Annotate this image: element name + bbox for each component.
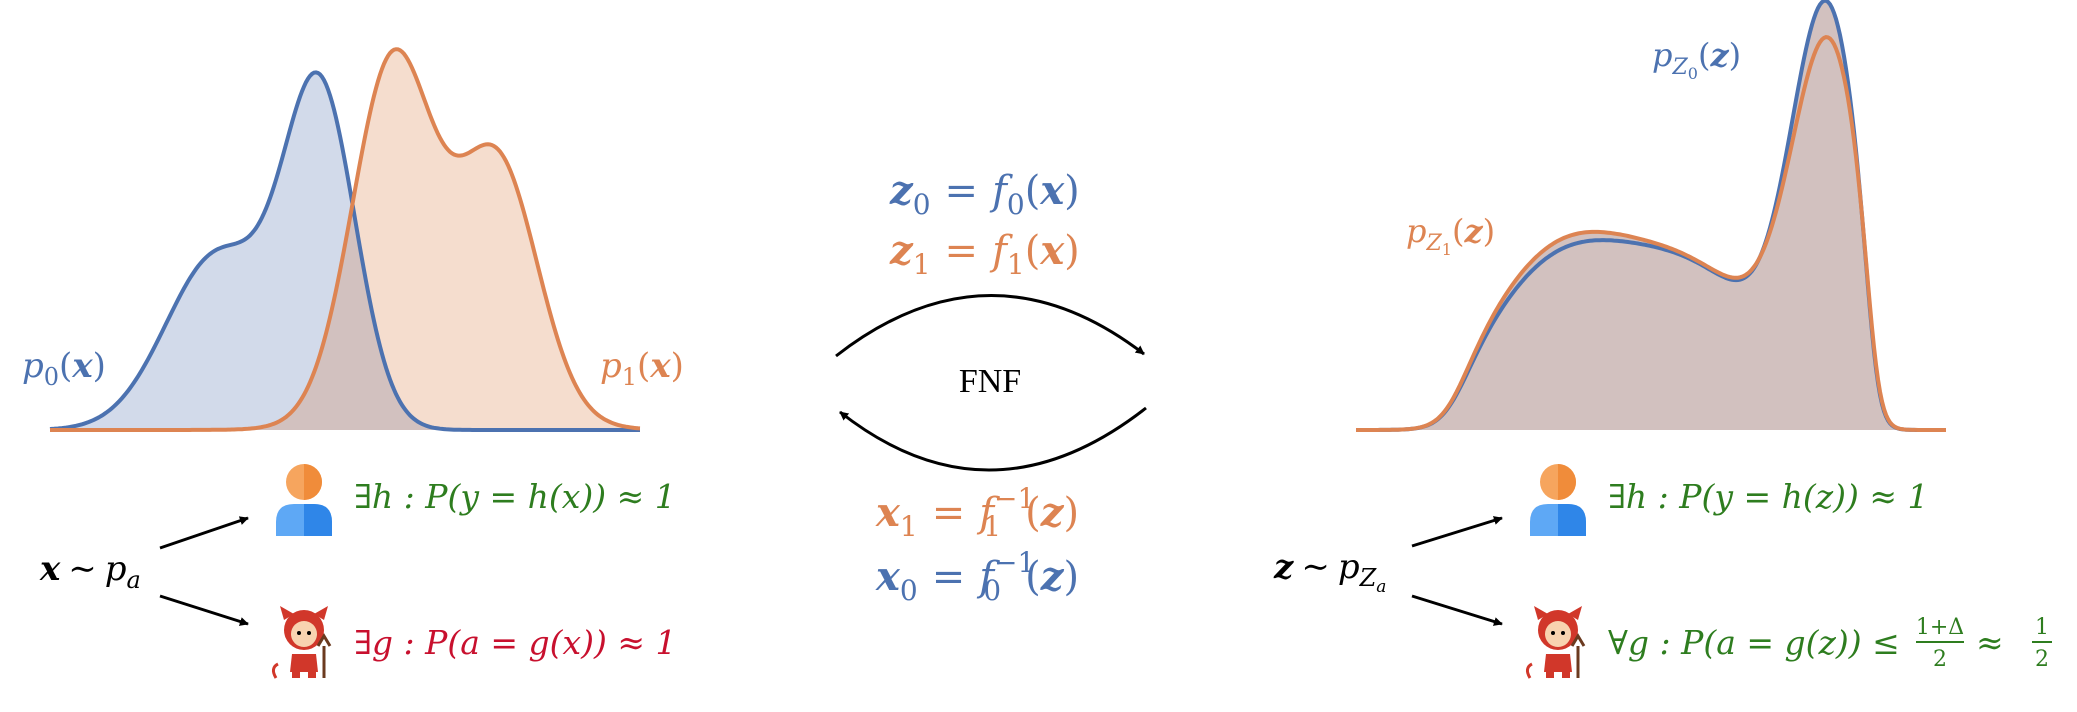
right-density-plot [1356, 0, 1946, 432]
left-adversary-statement: ∃g : P(a = g(x)) ≈ 1 [354, 623, 677, 662]
overlap-fill [50, 206, 640, 430]
fraction-1-numerator: 1+Δ [1916, 615, 1964, 640]
inverse-arrow-arc [839, 406, 1147, 472]
devil-icon [271, 606, 332, 679]
left-density-plot [49, 47, 641, 432]
pz1-density-curve [1356, 35, 1946, 432]
left-user-statement: ∃h : P(y = h(x)) ≈ 1 [354, 477, 676, 516]
fnf-label: FNF [959, 363, 1021, 400]
p0-density-curve [49, 70, 640, 432]
right-sample-expression: z∼pZa [1273, 547, 1386, 597]
forward-eq-z0: z0=f0(x) [889, 167, 1080, 221]
user-icon [1530, 464, 1586, 536]
devil-icon [1525, 606, 1586, 679]
forward-eq-z1: z1=f1(x) [889, 227, 1080, 281]
right-arrow-to-user [1411, 516, 1503, 548]
p1-label: p1(x) [600, 346, 684, 391]
latent-overlap-fill [1356, 0, 1946, 431]
p0-label: p0(x) [22, 346, 106, 391]
right-adversary-statement: ∀g : P(a = g(z)) ≤ 1+Δ 2 ≈ 1 2 [1608, 615, 2052, 672]
svg-text:∀g : P(a = g(z)) ≤: ∀g : P(a = g(z)) ≤ [1608, 623, 1900, 662]
p1-density-curve [50, 47, 641, 432]
fraction-2-denominator: 2 [2035, 647, 2049, 672]
pz0-label: pZ0(z) [1652, 36, 1741, 83]
p1-density-fill [50, 49, 640, 430]
svg-text:≈: ≈ [1976, 623, 2004, 662]
right-user-statement: ∃h : P(y = h(z)) ≈ 1 [1608, 477, 1929, 516]
fraction-2-numerator: 1 [2035, 615, 2049, 640]
left-arrow-to-user [159, 516, 249, 550]
user-icon [276, 464, 332, 536]
fraction-1-denominator: 2 [1933, 647, 1947, 672]
left-arrow-to-adversary [159, 594, 249, 626]
forward-arrow-arc [835, 294, 1145, 358]
right-arrow-to-adversary [1411, 594, 1503, 626]
left-sample-expression: x∼pa [39, 549, 141, 594]
pz1-label: pZ1(z) [1406, 212, 1495, 259]
